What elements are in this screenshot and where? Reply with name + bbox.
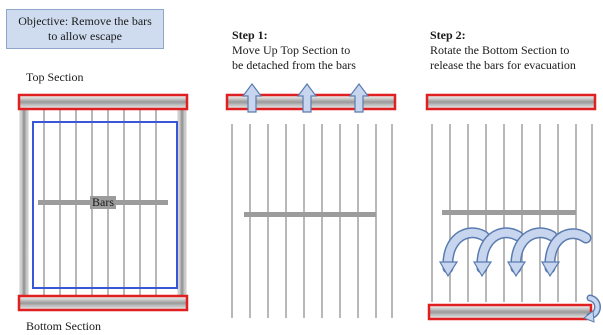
rotate-arrow-icon: [472, 227, 524, 278]
panel-step2-cage: [425, 93, 601, 323]
up-arrow-icon: [241, 83, 263, 113]
step2-top-section-highlight: [425, 93, 597, 111]
objective-line-2: to allow escape: [48, 29, 122, 43]
up-arrow-icon: [296, 83, 318, 113]
rotate-arrow-icon: [506, 227, 558, 278]
objective-box: Objective: Remove the bars to allow esca…: [6, 9, 164, 49]
bars-label: Bars: [90, 195, 116, 209]
step1-up-arrows: [241, 83, 370, 113]
curl-arrow-icon: [583, 294, 601, 323]
up-arrow-icon: [348, 83, 370, 113]
bottom-section-label: Bottom Section: [26, 319, 101, 333]
step1-line-1: Move Up Top Section to: [232, 43, 351, 57]
bottom-section-highlight: [17, 294, 189, 312]
step1-title: Step 1:: [232, 28, 268, 42]
rotate-arrow-icon: [438, 227, 490, 278]
top-section-label: Top Section: [26, 70, 84, 84]
top-section-highlight: [17, 93, 189, 111]
step2-line-1: Rotate the Bottom Section to: [430, 43, 570, 57]
bars-highlight: [32, 121, 178, 289]
step2-rotate-arrows: [438, 227, 592, 278]
objective-line-1: Objective: Remove the bars: [18, 14, 152, 28]
panel-step1-cage: [225, 83, 397, 318]
step1-line-2: be detached from the bars: [232, 58, 356, 72]
step2-title: Step 2:: [430, 28, 466, 42]
rotate-arrow-icon: [540, 228, 592, 278]
step2-line-2: release the bars for evacuation: [430, 58, 576, 72]
